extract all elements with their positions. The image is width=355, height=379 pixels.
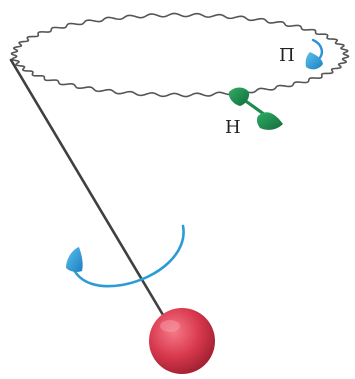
pendulum-string [11, 60, 172, 330]
pi-arrow-icon [306, 40, 323, 69]
pi-label: Π [279, 45, 295, 66]
h-label: Η [225, 117, 241, 138]
rotation-arrow-head-icon [66, 247, 83, 272]
pendulum-bob [149, 308, 215, 374]
wavy-ring [12, 13, 349, 96]
rotation-arrow [66, 226, 184, 286]
